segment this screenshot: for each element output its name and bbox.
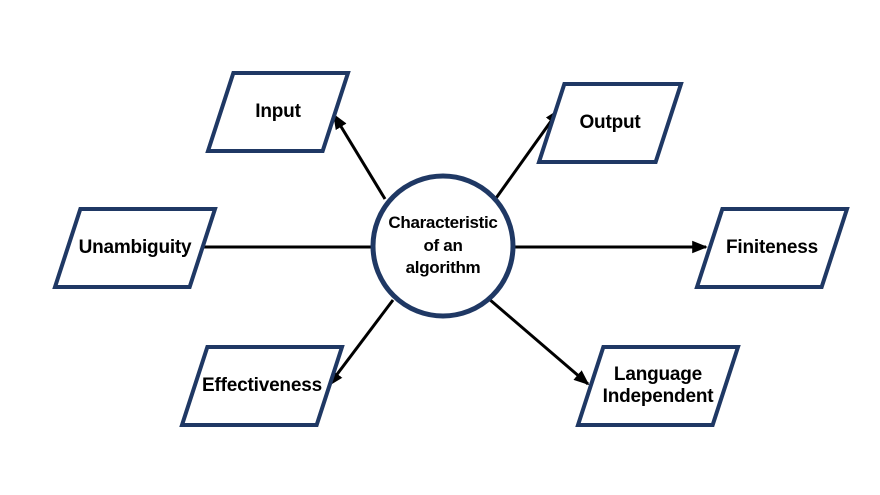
node-unambiguity[interactable]	[52, 207, 218, 289]
arrow-to-language-independent	[488, 297, 590, 386]
arrows-layer	[184, 108, 708, 387]
node-finiteness[interactable]	[694, 207, 850, 289]
arrow-to-effectiveness	[327, 299, 395, 387]
arrow-to-output	[492, 108, 561, 202]
node-output[interactable]	[536, 82, 684, 164]
center-node[interactable]	[370, 173, 516, 319]
shapes-layer	[52, 71, 850, 427]
center-label-line-1: Characteristic	[388, 213, 498, 233]
node-language-independent[interactable]	[575, 345, 741, 427]
node-effectiveness[interactable]	[179, 345, 345, 427]
arrow-to-input	[332, 113, 387, 200]
node-input[interactable]	[205, 71, 351, 153]
center-label-line-2: of an	[423, 235, 463, 255]
center-label-line-3: algorithm	[405, 258, 481, 278]
